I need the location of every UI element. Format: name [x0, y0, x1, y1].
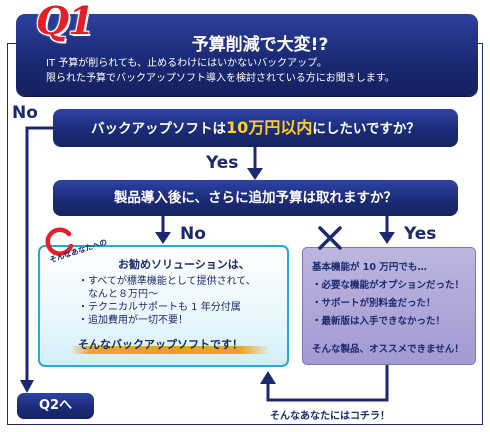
header-desc-line2: 限られた予算でバックアップソフト導入を検討されている方にお聞きします。: [46, 73, 395, 84]
list-item: 追加費用が一切不要！: [78, 314, 256, 327]
arrow-q2-yes-head: [379, 232, 395, 244]
arrow-q1-no: [25, 126, 53, 388]
recommend-list: すべてが標準機能として提供されて、 なんと８万円〜 テクニカルサポートも 1 年…: [78, 275, 256, 327]
q1-no-label: No: [12, 103, 38, 123]
q2-yes-label: Yes: [404, 224, 437, 244]
footer-label: そんなあなたにはコチラ！: [270, 411, 390, 422]
recommend-tagline: そんなバックアップソフトです！: [78, 338, 243, 351]
arrow-return: [266, 365, 389, 402]
circle-mark-icon: [45, 227, 74, 256]
list-item: 必要な機能がオプションだった！: [312, 277, 465, 295]
question-header: [16, 14, 478, 96]
not-recommend-tagline: そんな製品、オススメできません！: [312, 344, 464, 355]
q1-badge: Q1: [36, 0, 95, 43]
question2-box: 製品導入後に、さらに追加予算は取れますか？: [53, 180, 458, 216]
arrow-return-head: [260, 371, 276, 384]
arrow-q2-no-head: [155, 232, 171, 244]
list-item: テクニカルサポートも 1 年分付属: [78, 301, 256, 314]
arrow-q1-yes-head: [247, 168, 263, 180]
question1-box: バックアップソフトは10万円以内にしたいですか？: [53, 109, 458, 147]
question1-text-after: にしたいですか？: [312, 121, 420, 137]
list-item: サポートが別料金だった！: [312, 295, 464, 313]
recommend-title: お勧めソリューションは、: [118, 258, 250, 271]
header-description: IT 予算が削られても、止めるわけにはいかないバックアップ。 限られた予算でバッ…: [46, 56, 466, 86]
header-desc-line1: IT 予算が削られても、止めるわけにはいかないバックアップ。: [46, 58, 327, 69]
brush-underline: [70, 346, 270, 354]
q2-no-label: No: [180, 224, 206, 244]
question1-highlight: 10万円以内: [226, 118, 313, 137]
list-item: 最新版は入手できなかった！: [312, 313, 464, 331]
header-title: 予算削減で大変!?: [191, 35, 329, 55]
list-item: なんと８万円〜: [88, 289, 158, 300]
question1-text-before: バックアップソフトは: [91, 121, 227, 137]
list-item: すべてが標準機能として提供されて、: [78, 275, 256, 288]
not-recommend-title: 基本機能が 10 万円でも…: [312, 262, 427, 273]
q1-yes-label: Yes: [206, 153, 239, 173]
q2-button[interactable]: Q2へ: [17, 393, 94, 419]
arrow-q1-no-head: [20, 380, 34, 393]
cross-mark-icon: [318, 226, 342, 250]
not-recommend-list: 必要な機能がオプションだった！ サポートが別料金だった！ 最新版は入手できなかっ…: [312, 277, 465, 331]
